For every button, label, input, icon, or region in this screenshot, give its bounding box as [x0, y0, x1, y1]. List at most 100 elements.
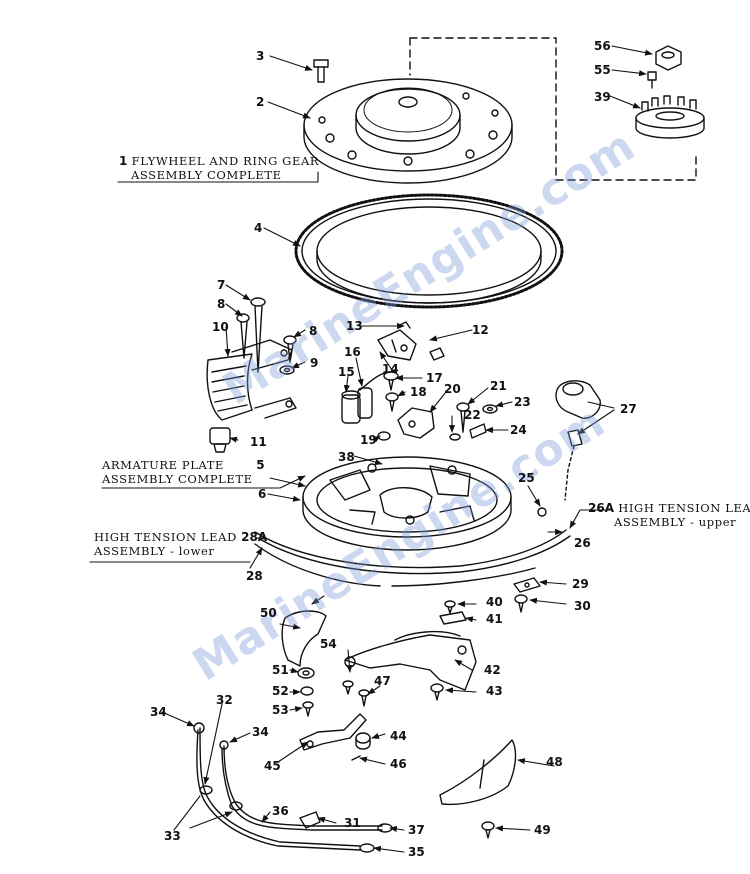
screw-54 — [342, 680, 354, 695]
callout-41: 41 — [486, 612, 503, 626]
screw-18 — [385, 392, 399, 412]
callout-24: 24 — [510, 423, 527, 437]
callout-20: 20 — [444, 382, 461, 396]
screw-49 — [481, 821, 495, 839]
callout-25: 25 — [518, 471, 535, 485]
cover-48 — [439, 739, 517, 806]
callout-37: 37 — [408, 823, 425, 837]
caption-flywheel-assembly: 1 FLYWHEEL AND RING GEAR ASSEMBLY COMPLE… — [119, 154, 319, 182]
callout-22: 22 — [464, 408, 481, 422]
washer-23 — [482, 404, 498, 414]
stop-bracket — [281, 610, 327, 667]
callout-19: 19 — [360, 433, 377, 447]
flywheel-nut — [655, 45, 682, 71]
kit-dashed-bracket — [409, 37, 697, 181]
starter-cup — [635, 95, 705, 139]
callout-29: 29 — [572, 577, 589, 591]
caption-number: 1 — [119, 154, 128, 168]
cam-plate — [397, 407, 435, 439]
callout-11: 11 — [250, 435, 267, 449]
callout-30: 30 — [574, 599, 591, 613]
caption-high-tension-lower: HIGH TENSION LEAD 28A ASSEMBLY - lower — [94, 530, 267, 558]
callout-55: 55 — [594, 63, 611, 77]
callout-34-left: 34 — [150, 705, 167, 719]
callout-7: 7 — [217, 278, 226, 292]
callout-12: 12 — [472, 323, 489, 337]
callout-23: 23 — [514, 395, 531, 409]
callout-49: 49 — [534, 823, 551, 837]
callout-56: 56 — [594, 39, 611, 53]
caption-line: ASSEMBLY - upper — [614, 515, 737, 529]
flywheel — [303, 78, 513, 184]
callout-2: 2 — [256, 95, 265, 109]
callout-4: 4 — [254, 221, 263, 235]
callout-26: 26 — [574, 536, 591, 550]
grommet-25 — [537, 507, 547, 517]
clip-24 — [469, 423, 487, 439]
screw — [283, 335, 297, 363]
caption-armature-plate: ARMATURE PLATE 5 ASSEMBLY COMPLETE — [102, 458, 265, 486]
screw-30 — [514, 594, 528, 613]
callout-21: 21 — [490, 379, 507, 393]
washer-51 — [297, 667, 315, 679]
caption-line: ASSEMBLY COMPLETE — [102, 472, 253, 486]
callout-34-right: 34 — [252, 725, 269, 739]
clip-29 — [513, 577, 541, 593]
washer-52 — [300, 686, 314, 696]
caption-number: 26A — [588, 501, 614, 515]
callout-44: 44 — [390, 729, 407, 743]
callout-18: 18 — [410, 385, 427, 399]
screw-21 — [456, 402, 470, 433]
coil-boot — [209, 427, 231, 453]
screw-47 — [358, 689, 370, 707]
washer-22 — [449, 433, 461, 441]
callout-6: 6 — [258, 487, 267, 501]
caption-high-tension-upper: 26A HIGH TENSION LEAD ASSEMBLY - upper — [588, 501, 750, 529]
callout-42: 42 — [484, 663, 501, 677]
caption-number: 5 — [256, 458, 265, 472]
callout-13: 13 — [346, 319, 363, 333]
screw-43 — [430, 683, 444, 701]
coil-screw — [250, 297, 266, 373]
callout-40: 40 — [486, 595, 503, 609]
callout-3: 3 — [256, 49, 265, 63]
callout-35: 35 — [408, 845, 425, 859]
callout-31: 31 — [344, 816, 361, 830]
callout-10: 10 — [212, 320, 229, 334]
flywheel-bolt — [313, 59, 329, 83]
caption-line: ARMATURE PLATE — [102, 458, 225, 472]
callout-47: 47 — [374, 674, 391, 688]
caption-line: FLYWHEEL AND RING GEAR — [131, 154, 320, 168]
callout-9: 9 — [310, 356, 319, 370]
lock-washer — [647, 71, 657, 89]
callout-27: 27 — [620, 402, 637, 416]
pin-46 — [351, 755, 361, 761]
caption-line: ASSEMBLY - lower — [94, 544, 215, 558]
breaker-points — [377, 329, 417, 361]
armature-plate — [302, 456, 512, 551]
callout-15: 15 — [338, 365, 355, 379]
callout-8-right: 8 — [309, 324, 318, 338]
callout-54: 54 — [320, 637, 337, 651]
callout-38: 38 — [338, 450, 355, 464]
callout-43: 43 — [486, 684, 503, 698]
screw-40 — [444, 600, 456, 614]
callout-14: 14 — [382, 362, 399, 376]
callout-53: 53 — [272, 703, 289, 717]
callout-17: 17 — [426, 371, 443, 385]
callout-32: 32 — [216, 693, 233, 707]
point-clip — [429, 347, 445, 361]
callout-51: 51 — [272, 663, 289, 677]
callout-52: 52 — [272, 684, 289, 698]
caption-line: HIGH TENSION LEAD — [618, 501, 750, 515]
ring-gear — [294, 193, 564, 309]
high-tension-lead-lower — [254, 543, 536, 587]
bushing-44 — [355, 732, 371, 750]
caption-line: HIGH TENSION LEAD — [94, 530, 237, 544]
callout-39: 39 — [594, 90, 611, 104]
coil-screw-2 — [236, 313, 250, 359]
washer — [279, 365, 295, 375]
plate-41 — [439, 611, 467, 625]
callout-8-left: 8 — [217, 297, 226, 311]
